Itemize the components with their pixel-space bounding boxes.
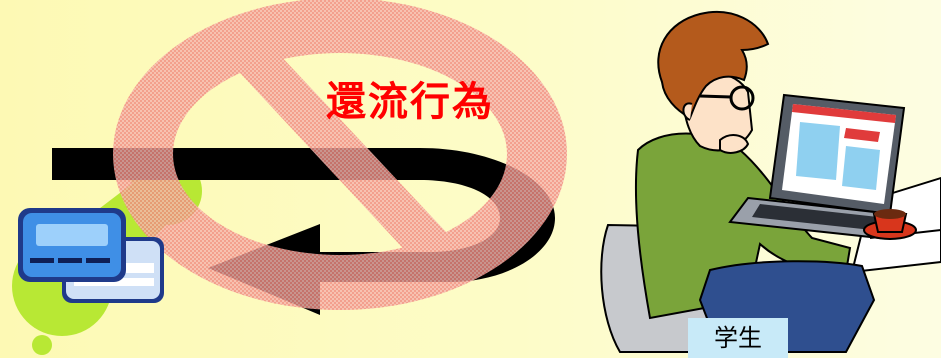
prohibition-icon [113,0,567,310]
id-card-icon [18,208,164,303]
student-at-laptop-illustration [600,10,941,353]
prohibited-action-label: 還流行為 [326,79,494,125]
student-label: 学生 [688,318,788,358]
